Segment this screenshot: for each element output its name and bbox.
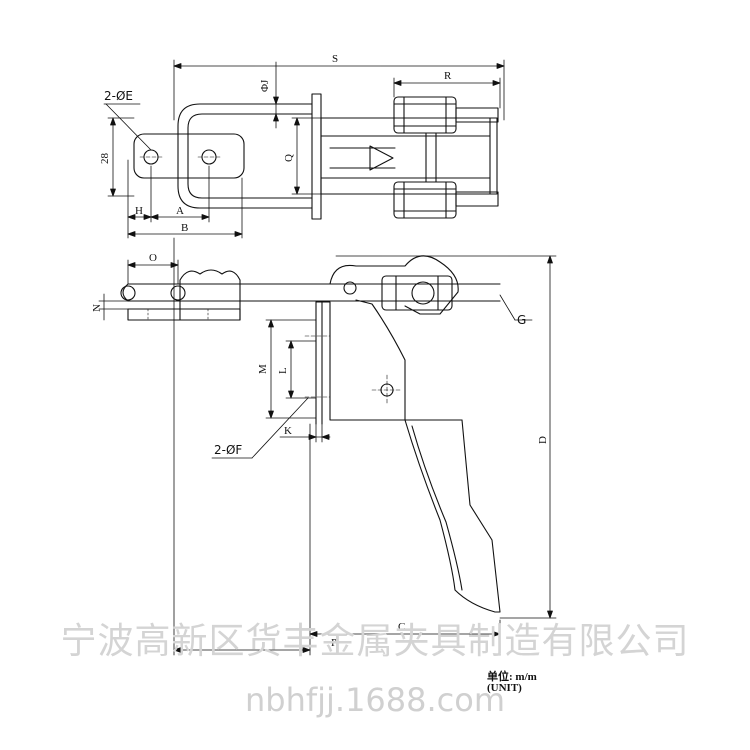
unit-sub-label: (UNIT) (487, 682, 522, 694)
callout-g-label: G (517, 313, 526, 327)
lower-bolt (393, 181, 457, 219)
clamp-arm-head (329, 255, 459, 315)
dim-q (291, 117, 322, 195)
arm-pivot (343, 281, 357, 295)
dim-c-p (173, 237, 501, 656)
dim-l (285, 340, 317, 399)
watermark-company-name: 宁波高新区货丰金属夹具制造有限公司 (60, 621, 690, 662)
side-view: O N G M L (91, 237, 557, 656)
direction-arrow (369, 145, 394, 171)
rod-pin-left (120, 285, 136, 301)
dim-phi-j (267, 61, 313, 129)
handle-inner (411, 425, 463, 591)
unit-label: 单位: m/m (487, 671, 537, 683)
dim-phi-j-label: ΦJ (259, 79, 271, 92)
dim-r-label: R (444, 70, 452, 82)
upper-bolt (393, 96, 457, 134)
lower-flat-bar (127, 308, 241, 321)
dim-k-label: K (284, 425, 292, 437)
dim-d-label: D (537, 436, 549, 444)
top-frame (320, 117, 498, 195)
callout-g-leader (499, 294, 516, 321)
dim-s-label: S (332, 53, 338, 65)
callout-e-label: 2-ØE (104, 89, 133, 103)
dim-a-label: A (176, 205, 184, 217)
dim-h-label: H (135, 205, 143, 217)
dim-p-label: P (331, 637, 337, 649)
u-rod-inner (187, 113, 313, 199)
callout-f-leader (251, 397, 309, 459)
rod-pin-mid (170, 285, 186, 301)
top-vertical-plate (311, 93, 322, 220)
dim-k (279, 423, 331, 443)
side-nut (381, 275, 453, 311)
dim-s (173, 59, 505, 121)
dim-n-label: N (91, 304, 103, 312)
top-view: S R ΦJ Q (99, 53, 505, 239)
callout-f-label: 2-ØF (214, 443, 242, 457)
u-rod-outer (177, 103, 313, 209)
dim-q-label: Q (283, 154, 295, 162)
dim-l-label: L (277, 367, 289, 374)
dim-c-label: C (398, 621, 405, 633)
handle (404, 419, 501, 613)
dim-m-label: M (257, 364, 269, 374)
dim-d (335, 255, 557, 619)
dim-r (393, 77, 501, 109)
top-plate (133, 133, 245, 179)
dim-b-label: B (181, 222, 188, 234)
watermark-site-url: nbhfjj.1688.com (244, 681, 506, 719)
dim-28 (107, 117, 135, 197)
callout-e-leader (105, 103, 152, 151)
dim-28-label: 28 (99, 153, 111, 165)
clamp-body (315, 299, 406, 421)
dim-h-a-b (127, 159, 243, 239)
dim-n (98, 293, 129, 321)
dim-m (265, 319, 317, 419)
dim-o (127, 259, 179, 285)
rubber-pad (179, 269, 241, 321)
dim-o-label: O (149, 252, 157, 264)
